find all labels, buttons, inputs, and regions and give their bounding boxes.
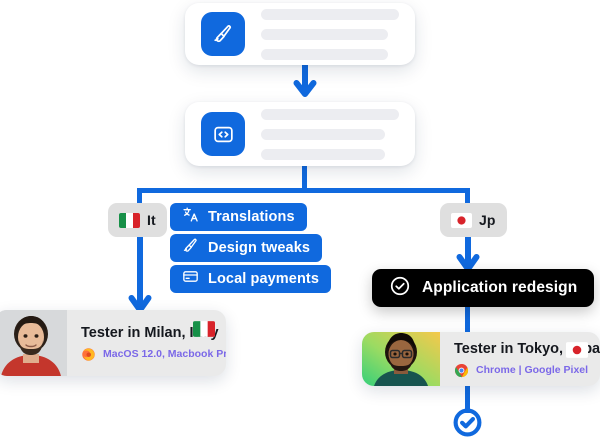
locale-badge-it[interactable]: It — [108, 203, 167, 237]
avatar — [362, 332, 440, 386]
placeholder-line — [261, 108, 399, 120]
locale-badge-jp-label: Jp — [479, 212, 496, 228]
connector-task-to-tokyo — [465, 306, 470, 334]
card-development-task[interactable] — [185, 102, 415, 166]
task-pill-local-payments[interactable]: Local payments — [170, 265, 331, 293]
task-pill-local-payments-label: Local payments — [208, 271, 319, 287]
tester-device-tokyo: Chrome | Google Pixel — [476, 364, 589, 376]
tester-card-milan[interactable]: Tester in Milan, Italy MacOS 12.0, Macbo… — [0, 310, 226, 376]
connector-trunk-vertical — [302, 166, 307, 190]
card-design-task[interactable] — [185, 3, 415, 65]
tester-device-milan: MacOS 12.0, Macbook Pro — [103, 348, 226, 360]
task-pill-application-redesign-label: Application redesign — [422, 279, 578, 296]
placeholder-lines — [261, 108, 399, 160]
flag-japan — [451, 212, 472, 228]
task-pill-design-tweaks[interactable]: Design tweaks — [170, 234, 323, 262]
chrome-icon — [454, 363, 469, 378]
locale-badge-it-label: It — [147, 212, 156, 228]
placeholder-line — [261, 128, 386, 140]
avatar — [0, 310, 67, 376]
placeholder-line — [261, 48, 388, 60]
firefox-icon — [81, 347, 96, 362]
paintbrush-icon — [182, 237, 199, 259]
connector-branch-left-vertical — [137, 188, 142, 208]
placeholder-line — [261, 28, 388, 40]
connector-bus-horizontal — [137, 188, 470, 193]
connector-branch-right-vertical — [465, 188, 470, 208]
task-pill-application-redesign[interactable]: Application redesign — [372, 269, 595, 307]
tester-name-milan: Tester in Milan, Italy — [81, 324, 219, 341]
locale-badge-jp[interactable]: Jp — [440, 203, 507, 237]
tester-card-tokyo[interactable]: Tester in Tokyo, Japan Chrome | Google P… — [362, 332, 600, 386]
tester-name-tokyo: Tester in Tokyo, Japan — [454, 340, 600, 357]
task-pill-translations[interactable]: Translations — [170, 203, 307, 231]
flag-japan — [566, 342, 588, 358]
placeholder-line — [261, 148, 386, 160]
end-node-check-circle-icon — [453, 408, 482, 437]
task-pill-design-tweaks-label: Design tweaks — [208, 240, 311, 256]
credit-card-icon — [182, 268, 199, 290]
connector-tokyo-to-end — [465, 385, 470, 413]
flag-italy — [119, 212, 140, 228]
translate-icon — [182, 206, 199, 228]
paintbrush-icon — [201, 12, 245, 56]
check-circle-icon — [389, 275, 411, 302]
flag-italy — [193, 321, 215, 337]
task-pill-translations-label: Translations — [208, 209, 295, 225]
code-brackets-icon — [201, 112, 245, 156]
connector-arrow-it-to-milan — [128, 236, 152, 313]
placeholder-line — [261, 8, 399, 20]
placeholder-lines — [261, 8, 399, 60]
